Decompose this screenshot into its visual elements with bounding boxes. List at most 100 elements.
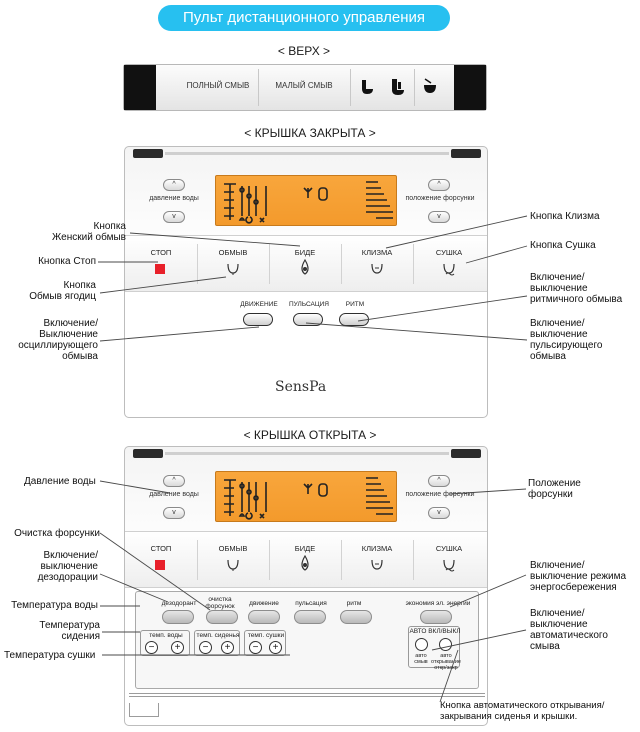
annotation-rhythmic: Включение/ выключение ритмичного обмыва	[530, 272, 623, 305]
lcd-display	[215, 175, 397, 226]
auto-open-button[interactable]	[439, 638, 452, 651]
dry-button-label[interactable]: СУШКА	[435, 544, 463, 553]
bar-end-right	[454, 65, 486, 110]
stop-button-label[interactable]: СТОП	[150, 248, 172, 257]
wash-button-label[interactable]: ОБМЫВ	[218, 544, 248, 553]
seat-temp-plus-button[interactable]: +	[221, 641, 234, 654]
enema-button-label[interactable]: КЛИЗМА	[361, 248, 393, 257]
nozzle-forward-button[interactable]: ^	[428, 179, 450, 191]
pulsation-button[interactable]	[294, 610, 326, 624]
seat-temp-minus-button[interactable]: −	[199, 641, 212, 654]
bidet-button-label[interactable]: БИДЕ	[294, 248, 316, 257]
dry-button-label[interactable]: СУШКА	[435, 248, 463, 257]
section-closed-heading: < КРЫШКА ЗАКРЫТА >	[244, 126, 376, 140]
rail-mid	[165, 452, 449, 455]
nozzle-forward-button[interactable]: ^	[428, 475, 450, 487]
divider	[350, 69, 351, 106]
annotation-pulsating: Включение/ выключение пульсирующего обмы…	[530, 318, 603, 362]
water-temp-label: темп. воды	[149, 632, 183, 639]
page-title: Пульт дистанционного управления	[158, 5, 450, 31]
annotation-nozzle-cleaning: Очистка форсунки	[14, 528, 100, 539]
stop-button-label[interactable]: СТОП	[150, 544, 172, 553]
hidden-controls-tray: дезодорант очистка форсунок движение пул…	[135, 591, 479, 689]
dry-temp-group: темп. сушки − +	[244, 630, 286, 656]
lcd-display	[215, 471, 397, 522]
lcd-indicators-icon	[224, 181, 393, 224]
wash-icon[interactable]	[225, 556, 241, 572]
pulsation-label: пульсация	[295, 600, 327, 607]
annotation-dry-temperature: Температура сушки	[4, 650, 96, 661]
enema-icon[interactable]	[369, 260, 385, 276]
annotation-deodorization: Включение/ выключение дезодорации	[37, 550, 98, 583]
pressure-label: давление воды	[149, 491, 199, 498]
movement-button[interactable]	[248, 610, 280, 624]
annotation-drying: Кнопка Сушка	[530, 240, 596, 251]
auto-open-label: авто открывание откр/закр	[431, 653, 461, 671]
water-temp-minus-button[interactable]: −	[145, 641, 158, 654]
rail-right	[451, 449, 481, 458]
annotation-seat-temperature: Температура сидения	[39, 620, 100, 642]
rhythm-button[interactable]	[339, 313, 369, 326]
remote-open-panel: ^ давление воды v ^ положение форсунки v…	[124, 446, 488, 726]
pressure-up-button[interactable]: ^	[163, 179, 185, 191]
dry-temp-plus-button[interactable]: +	[269, 641, 282, 654]
pulsation-button[interactable]	[293, 313, 323, 326]
annotation-water-pressure: Давление воды	[24, 476, 96, 487]
remote-closed-panel: ^ давление воды v ^ положение форсунки v…	[124, 146, 488, 418]
nozzle-back-button[interactable]: v	[428, 507, 450, 519]
annotation-water-temperature: Температура воды	[11, 600, 98, 611]
auto-onoff-label: АВТО ВКЛ/ВЫКЛ	[409, 628, 461, 635]
pressure-down-button[interactable]: v	[163, 507, 185, 519]
dry-icon[interactable]	[441, 556, 457, 572]
bidet-icon[interactable]	[297, 554, 313, 574]
seat-temp-label: темп. сиденья	[196, 632, 240, 639]
annotation-auto-flush: Включение/ выключение автоматического см…	[530, 608, 608, 652]
enema-button-label[interactable]: КЛИЗМА	[361, 544, 393, 553]
nozzle-back-button[interactable]: v	[428, 211, 450, 223]
section-top-heading: < ВЕРХ >	[277, 44, 331, 58]
wash-button-label[interactable]: ОБМЫВ	[218, 248, 248, 257]
divider	[269, 540, 270, 580]
auto-group: АВТО ВКЛ/ВЫКЛ авто смыв авто открывание …	[408, 626, 461, 671]
auto-flush-button[interactable]	[415, 638, 428, 651]
dry-temp-minus-button[interactable]: −	[249, 641, 262, 654]
energy-saving-button[interactable]	[420, 610, 452, 624]
divider	[197, 540, 198, 580]
deodorant-button[interactable]	[162, 610, 194, 624]
bidet-button-label[interactable]: БИДЕ	[294, 544, 316, 553]
seat-open-icon[interactable]	[360, 78, 376, 96]
annotation-stop: Кнопка Стоп	[38, 256, 96, 267]
pressure-up-button[interactable]: ^	[163, 475, 185, 487]
rhythm-button[interactable]	[340, 610, 372, 624]
full-flush-button[interactable]: ПОЛНЫЙ СМЫВ	[186, 81, 250, 90]
annotation-nozzle-position: Положение форсунки	[528, 478, 581, 500]
movement-button[interactable]	[243, 313, 273, 326]
small-flush-button[interactable]: МАЛЫЙ СМЫВ	[275, 81, 333, 90]
bowl-icon[interactable]	[422, 77, 438, 95]
annotation-female-wash: Кнопка Женский обмыв	[52, 221, 126, 243]
bar-end-left	[124, 65, 156, 110]
auto-flush-label: авто смыв	[414, 653, 428, 665]
pressure-down-button[interactable]: v	[163, 211, 185, 223]
stop-square-icon[interactable]	[155, 264, 165, 274]
pressure-label: давление воды	[149, 195, 199, 202]
nozzle-position-label: положение форсунки	[405, 195, 475, 202]
energy-saving-label: экономия эл. энергии	[405, 600, 471, 607]
function-row: СТОП ОБМЫВ БИДЕ КЛИЗМА СУШКА	[125, 235, 487, 292]
water-temp-plus-button[interactable]: +	[171, 641, 184, 654]
dry-icon[interactable]	[441, 260, 457, 276]
bidet-icon[interactable]	[297, 258, 313, 278]
stop-square-icon[interactable]	[155, 560, 165, 570]
nozzle-clean-button[interactable]	[206, 610, 238, 624]
annotation-energy-saving: Включение/ выключение режима энергосбере…	[530, 560, 627, 593]
annotation-oscillating: Включение/ Выключение осциллирующего обм…	[18, 318, 98, 362]
annotation-enema: Кнопка Клизма	[530, 211, 600, 222]
divider	[197, 244, 198, 284]
nozzle-position-label: положение форсунки	[405, 491, 475, 498]
water-temp-group: темп. воды − +	[140, 630, 190, 656]
movement-label: ДВИЖЕНИЕ	[240, 301, 278, 308]
divider	[413, 244, 414, 284]
enema-icon[interactable]	[369, 556, 385, 572]
wash-icon[interactable]	[225, 260, 241, 276]
seat-lid-open-icon[interactable]	[390, 78, 406, 96]
